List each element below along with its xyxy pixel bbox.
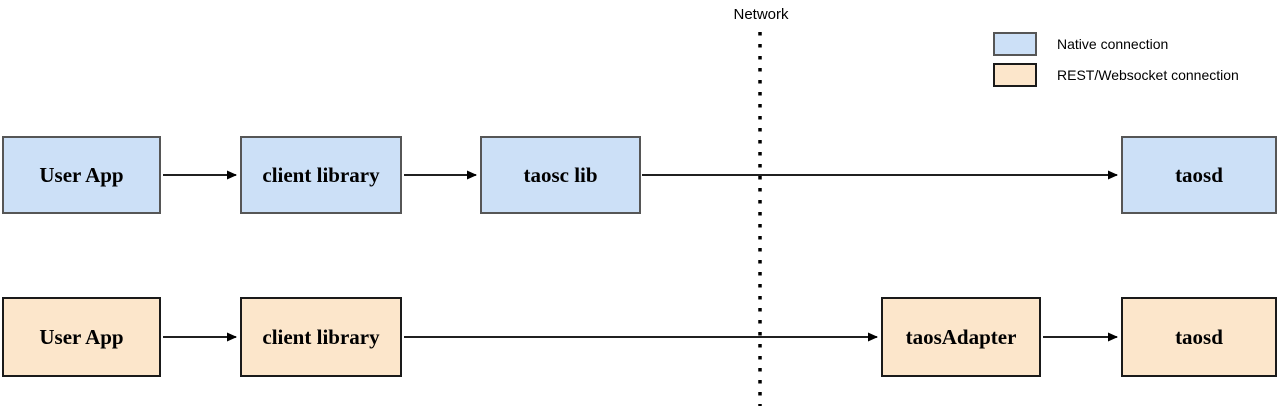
legend-label-rest: REST/Websocket connection bbox=[1057, 67, 1239, 83]
node-taosc-lib: taosc lib bbox=[480, 136, 641, 214]
node-taosd-rest: taosd bbox=[1121, 297, 1277, 377]
node-client-library-native: client library bbox=[240, 136, 402, 214]
native-connection-swatch bbox=[993, 32, 1037, 56]
node-client-library-rest: client library bbox=[240, 297, 402, 377]
node-user-app-native: User App bbox=[2, 136, 161, 214]
node-taosadapter: taosAdapter bbox=[881, 297, 1041, 377]
legend: Native connection REST/Websocket connect… bbox=[993, 32, 1239, 87]
rest-websocket-connection-swatch bbox=[993, 63, 1037, 87]
legend-item-native: Native connection bbox=[993, 32, 1239, 56]
node-user-app-rest: User App bbox=[2, 297, 161, 377]
legend-label-native: Native connection bbox=[1057, 36, 1169, 52]
legend-item-rest: REST/Websocket connection bbox=[993, 63, 1239, 87]
network-label: Network bbox=[733, 6, 789, 23]
node-taosd-native: taosd bbox=[1121, 136, 1277, 214]
